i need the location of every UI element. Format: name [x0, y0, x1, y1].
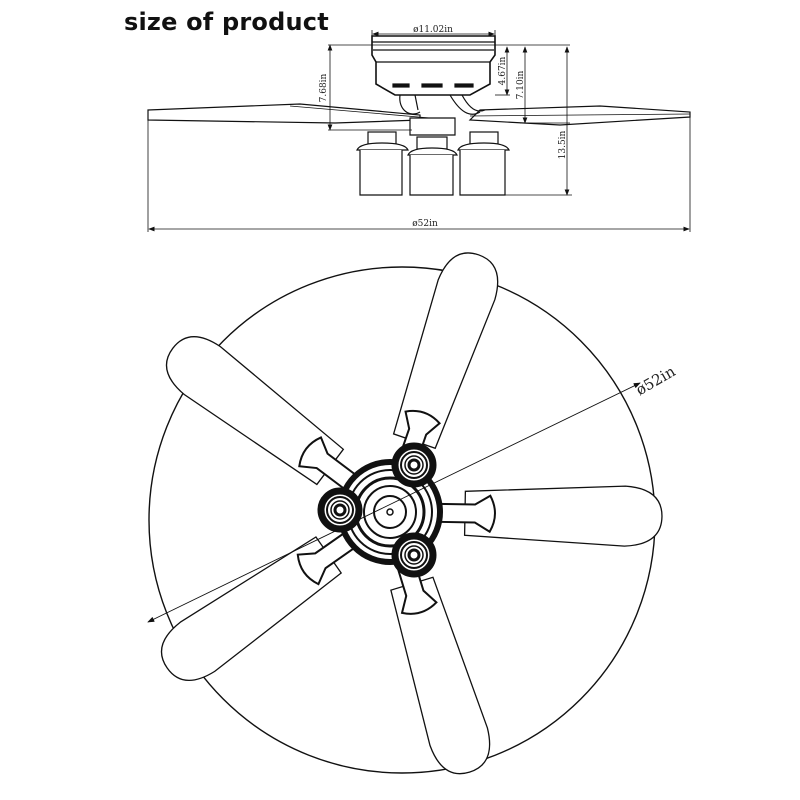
top-span-label: ø52in [633, 362, 679, 399]
motor-height-label: 4.67in [498, 56, 508, 85]
light-fixture [317, 487, 363, 533]
light-fixture [391, 442, 437, 488]
side-light-left [356, 131, 409, 196]
side-light-center [407, 136, 458, 196]
blade-height-label: 7.10in [516, 70, 526, 99]
light-fixture [391, 532, 437, 578]
motor-housing [371, 35, 496, 96]
switch-housing [409, 117, 456, 136]
page-title: size of product [124, 8, 329, 36]
center-cap [373, 495, 407, 529]
fan-blade [390, 546, 491, 775]
left-height-label: 7.68in [319, 73, 329, 102]
fan-blade [428, 485, 663, 547]
canopy-diameter-label: ø11.02in [413, 25, 453, 35]
top-span-dimension [147, 382, 641, 623]
top-view [147, 252, 663, 775]
total-height-label: 13.5in [558, 130, 568, 159]
side-span-label: ø52in [412, 219, 438, 229]
fan-blade [160, 526, 364, 681]
side-light-right [457, 131, 510, 196]
fan-blade [392, 252, 499, 479]
side-view [147, 30, 691, 232]
fan-blade [165, 336, 365, 497]
